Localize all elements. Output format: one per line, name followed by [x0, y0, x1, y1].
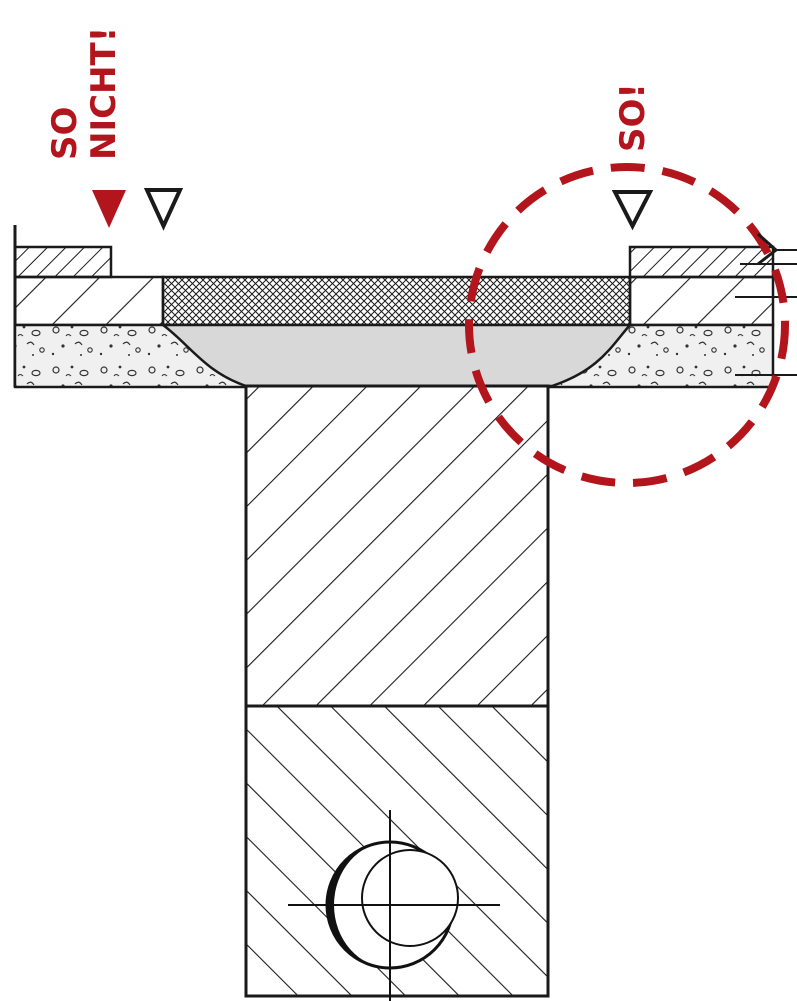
pipe-upper [244, 384, 550, 708]
level-marker-icon [143, 188, 184, 231]
wrong-level-marker-icon [92, 190, 126, 228]
level-marker-right-icon [611, 190, 654, 231]
wrong-label-line1: SO [45, 107, 85, 160]
bed-right [628, 275, 775, 327]
drain-grate [161, 275, 632, 327]
tile-left [13, 245, 113, 279]
tile-right [628, 245, 775, 279]
highlight-dashed-circle-icon [465, 163, 789, 487]
highlight-arrow-icon [757, 232, 779, 266]
wrong-label-line2: NICHT! [84, 27, 124, 160]
pipe-cross-section-icon [288, 810, 500, 1001]
drain-body [159, 323, 633, 388]
right-label: SO! [613, 83, 653, 152]
bed-left [13, 275, 165, 327]
